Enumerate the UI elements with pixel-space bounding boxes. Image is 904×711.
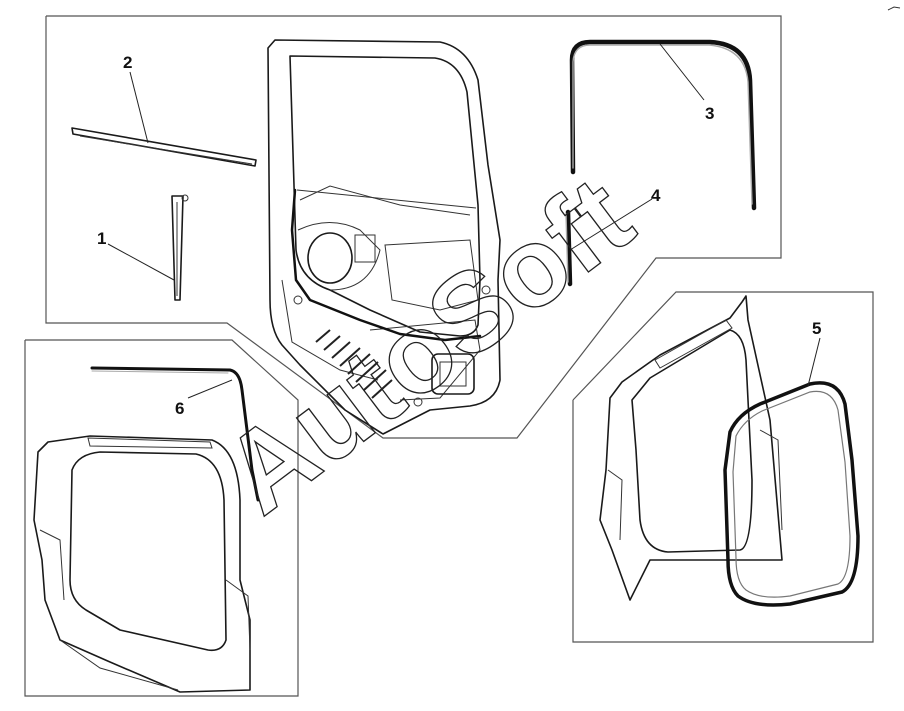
part-2-strip [71,71,257,167]
part-3-window-channel [569,39,757,211]
right-panel-frame [572,291,874,643]
door-opening-right [599,295,783,601]
callout-5: 5 [812,319,821,338]
top-panel-frame [45,15,782,439]
door-inner-panel [267,39,501,435]
callout-1: 1 [97,229,106,248]
part-1-bracket [107,194,189,301]
left-panel-frame [24,339,299,697]
callout-3: 3 [705,104,714,123]
part-6-seal [90,366,260,502]
callout-2: 2 [123,53,132,72]
door-opening-left [33,435,251,693]
callout-6: 6 [175,399,184,418]
part-4-short-seal [565,198,653,287]
corner-mark [887,6,901,11]
part-5-door-seal [723,337,860,607]
callout-4: 4 [651,186,661,205]
